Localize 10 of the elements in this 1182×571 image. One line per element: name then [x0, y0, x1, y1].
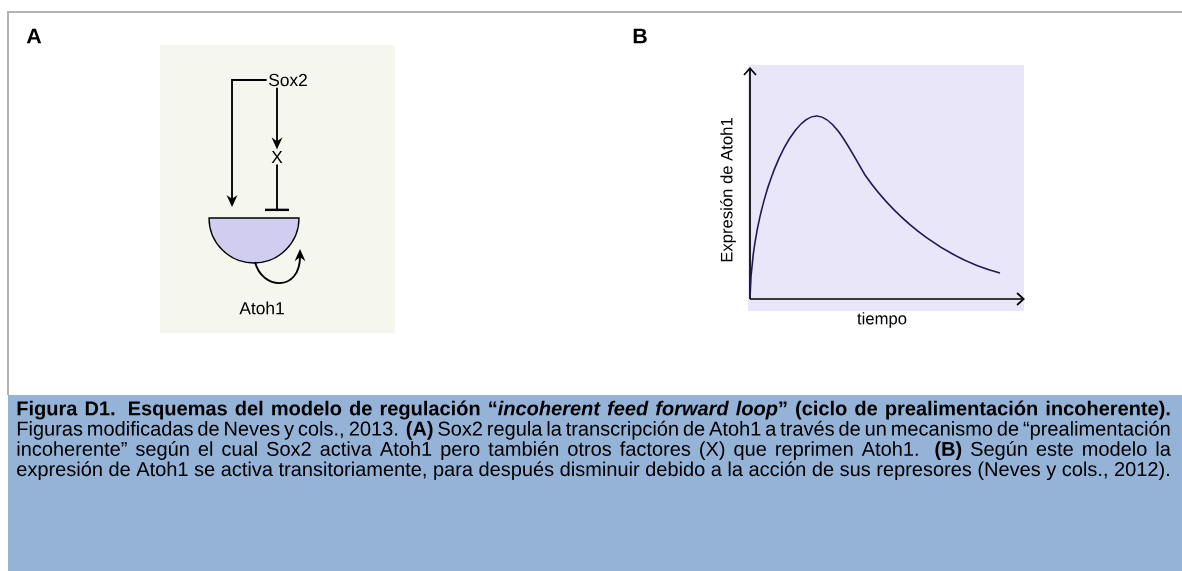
node-label: Atoh1	[239, 301, 284, 315]
arrow	[265, 163, 289, 212]
caption-band: Figura D1. Esquemas del modelo de regulación “incoherent feed forward loop” (ciclo de prealimentación incoherente). Figuras modificadas de Neves y cols., 2013. (A) Sox2 regula la transcripción de Atoh1 a través de un mecanismo de “prealimentación incoherente” según el cual Sox2 activa Atoh1 pero también otros factores (X) que reprimen Atoh1. (B) Según este modelo la expresión de Atoh1 se activa transitoriamente, para después disminuir debido a la acción de sus represores (Neves y cols., 2012).	[8, 395, 1182, 571]
axis-label: tiempo	[857, 312, 907, 328]
semicircle-node: Atoh1	[208, 217, 300, 315]
node-label: Sox2	[269, 73, 307, 87]
panel-letter: B	[633, 28, 647, 44]
axis-label: Expresión de Atoh1	[720, 118, 736, 262]
panel-letter: A	[26, 28, 42, 44]
node-label: X	[271, 151, 283, 163]
